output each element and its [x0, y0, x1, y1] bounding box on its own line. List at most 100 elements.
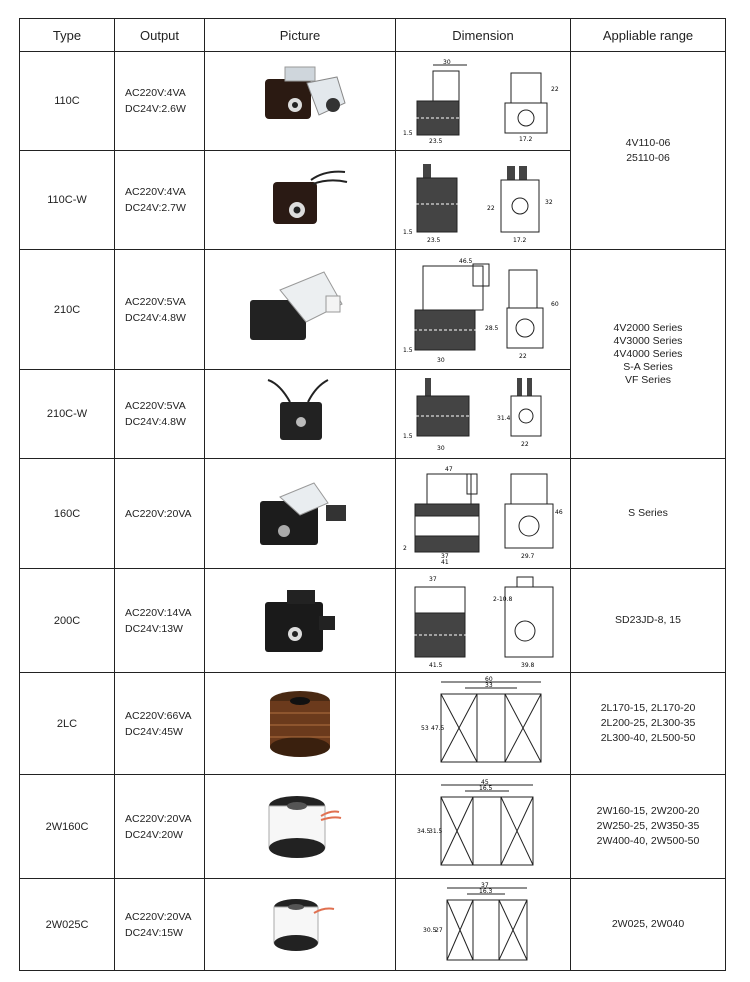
coil-photo	[273, 898, 335, 951]
table-row: 110C AC220V:4VA DC24V:2.6W	[19, 51, 726, 250]
type-cell: 2LC	[19, 672, 115, 775]
range-line: 4V3000 Series	[613, 334, 683, 347]
output-cell: AC220V:20VA DC24V:15W	[114, 878, 205, 971]
output-cell: AC220V:20VA DC24V:20W	[114, 774, 205, 879]
dim-label: 41.5	[429, 662, 443, 669]
dimension-drawing: 22 32 17.2 23.5 1.5	[403, 164, 552, 244]
coil-photo	[270, 690, 330, 757]
output-cell: AC220V:4VA DC24V:2.6W	[114, 51, 205, 151]
range-line: 2L170-15, 2L170-20	[600, 702, 696, 714]
dim-label: 30.5	[423, 927, 437, 934]
dim-label: 17.2	[513, 237, 527, 244]
coil-photo	[267, 379, 329, 440]
header-range: Appliable range	[570, 18, 726, 52]
table-row: 210C AC220V:5VA DC24V:4.8W	[19, 249, 726, 459]
output-line: DC24V:13W	[125, 622, 183, 635]
header-picture: Picture	[204, 18, 396, 52]
header-row: Type Output Picture Dimension Appliable …	[19, 18, 726, 52]
range-cell: S Series	[570, 458, 726, 569]
coil-photo	[273, 170, 348, 224]
dim-label: 31.4	[497, 415, 511, 422]
table-row: 200C AC220V:14VA DC24V:13W	[19, 568, 726, 673]
dimension-cell: 60 33 53 47.5	[395, 672, 571, 775]
range-cell: 2W160-15, 2W200-20 2W250-25, 2W350-35 2W…	[570, 774, 726, 879]
dimension-drawing: 31.4 22 30 1.5	[403, 378, 541, 452]
dimension-drawing: 60 33 53 47.5	[421, 676, 541, 762]
range-line: 4V110-06	[625, 136, 671, 149]
picture-cell	[204, 369, 396, 459]
dimension-drawing: 37 2-10.8 39.8 41.5	[408, 576, 553, 669]
range-line: 2L300-40, 2L500-50	[600, 732, 696, 744]
dim-label: 22	[487, 205, 495, 212]
output-cell: AC220V:5VA DC24V:4.8W	[114, 249, 205, 370]
dimension-cell: 45 16.5 34.5 31.5	[395, 774, 571, 879]
dimension-cell: 30 22 17.2 23.5 1.5	[395, 51, 571, 151]
range-line: 2L200-25, 2L300-35	[600, 717, 696, 729]
range-line: S Series	[628, 507, 668, 519]
type-cell: 210C-W	[19, 369, 115, 459]
output-cell: AC220V:14VA DC24V:13W	[114, 568, 205, 673]
output-line: AC220V:4VA	[125, 186, 186, 198]
dimension-cell: 37 2-10.8 39.8 41.5	[395, 568, 571, 673]
coil-photo	[250, 270, 343, 340]
range-line: S-A Series	[623, 360, 673, 373]
dim-label: 22	[521, 441, 529, 448]
coil-photo	[265, 66, 346, 119]
picture-cell	[204, 249, 396, 370]
header-type: Type	[19, 18, 115, 52]
dimension-drawing: 46.5 60 28.5 22 30 1.5	[403, 258, 559, 364]
table-row: 160C AC220V:20VA	[19, 458, 726, 569]
dim-label: 60	[485, 676, 493, 683]
dim-label: 46	[555, 509, 563, 516]
dimension-cell: 31.4 22 30 1.5	[395, 369, 571, 459]
dim-label: 1.5	[403, 347, 413, 354]
table-row: 2LC AC220V:66VA DC24V:45W	[19, 672, 726, 775]
picture-cell	[204, 458, 396, 569]
dim-label: 23.5	[429, 138, 443, 145]
output-cell: AC220V:20VA	[114, 458, 205, 569]
dim-label: 28.5	[485, 325, 499, 332]
output-line: DC24V:4.8W	[125, 311, 186, 324]
dim-label: 37	[481, 882, 489, 889]
range-line: 2W250-25, 2W350-35	[596, 820, 700, 832]
dim-label: 22	[519, 353, 527, 360]
type-cell: 110C-W	[19, 150, 115, 250]
range-cell: SD23JD-8, 15	[570, 568, 726, 673]
range-line: 2W025, 2W040	[611, 918, 685, 930]
type-cell: 2W025C	[19, 878, 115, 971]
dim-label: 27	[435, 927, 443, 934]
dim-label: 46.5	[459, 258, 473, 265]
table-row: 110C-W AC220V:4VA DC24V:2.7W	[19, 150, 726, 250]
dimension-drawing: 37 16.3 30.5 27	[423, 882, 527, 960]
dimension-drawing: 47 46 29.7 37 41 2	[403, 466, 563, 564]
range-cell: 2L170-15, 2L170-20 2L200-25, 2L300-35 2L…	[570, 672, 726, 775]
table-row: 210C-W AC220V:5VA DC24V:4.8W	[19, 369, 726, 459]
range-line: VF Series	[624, 373, 672, 386]
header-dimension: Dimension	[395, 18, 571, 52]
output-line: DC24V:20W	[125, 828, 183, 841]
dim-label: 23.5	[427, 237, 441, 244]
dim-label: 33	[485, 682, 493, 689]
picture-cell	[204, 878, 396, 971]
output-cell: AC220V:4VA DC24V:2.7W	[114, 150, 205, 250]
range-cell: 2W025, 2W040	[570, 878, 726, 971]
range-line: 4V4000 Series	[613, 347, 683, 360]
dim-label: 29.7	[521, 553, 535, 560]
range-line: SD23JD-8, 15	[615, 614, 681, 626]
coil-photo	[265, 589, 335, 652]
output-line: AC220V:4VA	[125, 87, 186, 99]
output-line: DC24V:2.7W	[125, 202, 186, 214]
output-line: DC24V:45W	[125, 725, 183, 738]
output-line: DC24V:4.8W	[125, 416, 186, 428]
dimension-cell: 47 46 29.7 37 41 2	[395, 458, 571, 569]
dimension-cell: 46.5 60 28.5 22 30 1.5	[395, 249, 571, 370]
output-line: AC220V:5VA	[125, 400, 186, 412]
output-line: DC24V:15W	[125, 926, 183, 939]
dim-label: 22	[551, 86, 559, 93]
dim-label: 47.5	[431, 725, 445, 732]
type-cell: 2W160C	[19, 774, 115, 879]
type-cell: 160C	[19, 458, 115, 569]
output-line: AC220V:20VA	[125, 910, 192, 923]
output-cell: AC220V:5VA DC24V:4.8W	[114, 369, 205, 459]
type-cell: 200C	[19, 568, 115, 673]
